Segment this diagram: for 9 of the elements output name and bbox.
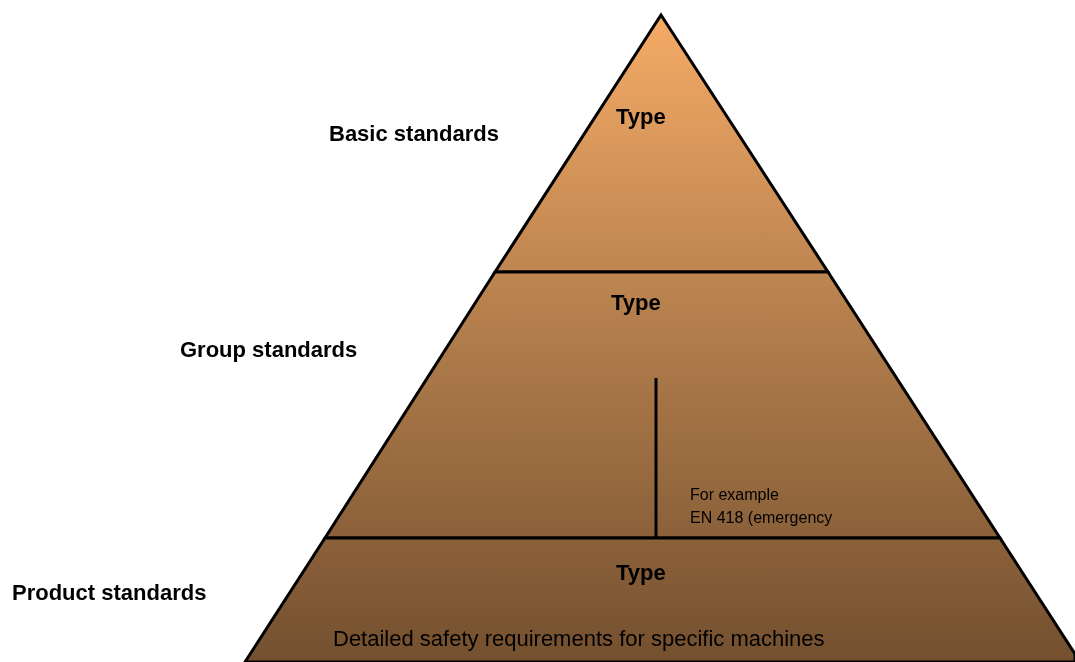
example-text: For example bbox=[690, 486, 779, 504]
example-text: EN 418 (emergency bbox=[690, 509, 833, 527]
level-label: Product standards bbox=[12, 580, 207, 606]
level-label: Basic standards bbox=[329, 121, 499, 147]
tier-title: Type bbox=[616, 560, 666, 586]
tier-title: Type bbox=[616, 104, 666, 130]
level-label: Group standards bbox=[180, 337, 358, 363]
tier-title: Type bbox=[611, 290, 661, 316]
tier-description: Detailed safety requirements for specific machines bbox=[333, 626, 825, 652]
